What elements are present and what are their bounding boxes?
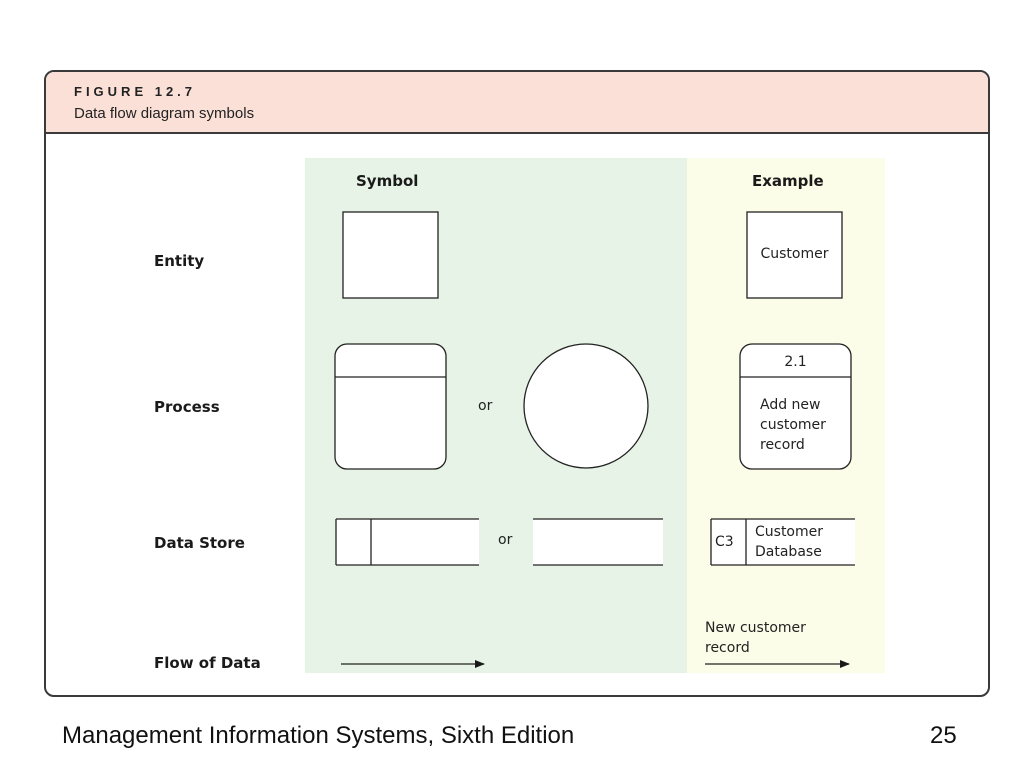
data-store-example-id: C3 xyxy=(715,534,734,550)
flow-example-line2: record xyxy=(705,640,750,656)
data-store-example-line1: Customer xyxy=(755,524,824,540)
entity-example-text: Customer xyxy=(760,246,829,262)
process-symbol-rounded xyxy=(334,343,447,470)
process-example-line3: record xyxy=(760,437,805,453)
process-symbol-circle xyxy=(523,343,649,469)
footer-title: Management Information Systems, Sixth Ed… xyxy=(62,722,575,749)
figure-frame: FIGURE 12.7 Data flow diagram symbols Sy… xyxy=(44,70,990,697)
flow-example-line1: New customer xyxy=(705,620,806,636)
footer-page-number: 25 xyxy=(930,722,957,749)
row-label-entity: Entity xyxy=(154,252,205,270)
process-example-line2: customer xyxy=(760,417,826,433)
figure-header: FIGURE 12.7 Data flow diagram symbols xyxy=(46,72,988,134)
symbol-column-header: Symbol xyxy=(356,172,419,190)
entity-symbol-box xyxy=(342,211,439,299)
diagram-shapes xyxy=(334,211,855,668)
data-store-example-line2: Database xyxy=(755,544,822,560)
process-example-id: 2.1 xyxy=(784,354,807,370)
process-example-shape xyxy=(739,343,852,470)
entity-example-box xyxy=(746,211,843,299)
data-store-symbol-open xyxy=(533,518,663,566)
or-text-data-store: or xyxy=(498,532,513,548)
row-label-flow-of-data: Flow of Data xyxy=(154,654,261,672)
data-store-example-shape xyxy=(710,518,855,566)
figure-label: FIGURE 12.7 xyxy=(74,84,197,99)
or-text-process: or xyxy=(478,398,493,414)
data-store-symbol-compartment xyxy=(335,518,479,566)
row-label-process: Process xyxy=(154,398,220,416)
figure-caption: Data flow diagram symbols xyxy=(74,105,255,122)
process-example-line1: Add new xyxy=(760,397,821,413)
example-column-header: Example xyxy=(752,172,824,190)
row-label-data-store: Data Store xyxy=(154,534,245,552)
